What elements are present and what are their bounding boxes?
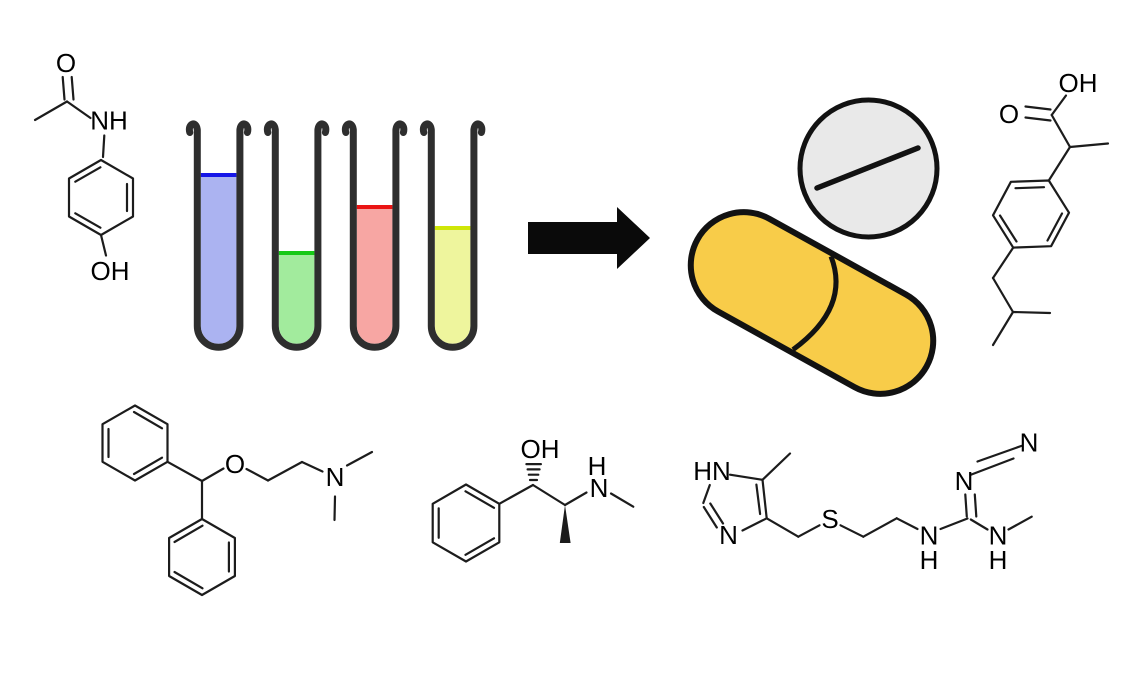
ring-inner-double-bonds xyxy=(998,186,1064,243)
bond-ch2-nh xyxy=(895,517,919,531)
atom-label-phenol-oh: OH xyxy=(91,256,130,286)
atom-label-nitrile-n: N xyxy=(1020,428,1039,458)
bond-n-methyl-up xyxy=(345,450,374,467)
atom-label-imidazole-n: N xyxy=(719,520,738,550)
capsule-pill xyxy=(687,209,937,397)
molecule-diphenhydramine: O N xyxy=(101,404,374,597)
bond-o-ch2 xyxy=(245,467,270,482)
ring-double-c2-n3 xyxy=(702,502,725,529)
bond-ch-ch xyxy=(531,483,567,507)
bond-nh-c xyxy=(939,517,969,531)
tube-liquid xyxy=(356,207,393,344)
ring-lower-inner-double-bonds xyxy=(173,524,230,590)
bond-s-ch2 xyxy=(839,524,865,538)
atom-label-imidazole-hn: HN xyxy=(693,456,731,486)
phenyl-ring-lower xyxy=(168,517,236,597)
tablet-score-line xyxy=(814,145,921,191)
ring-upper-inner-double-bonds xyxy=(107,410,164,476)
tube-glass xyxy=(419,120,486,351)
atom-label-thioether-s: S xyxy=(821,504,838,534)
tube-glass xyxy=(185,120,252,351)
bond-ch2-ch2 xyxy=(266,460,304,482)
bond-c-ch xyxy=(1050,113,1072,149)
molecule-cimetidine: HN N S N H N N N H xyxy=(693,428,1038,576)
tablet-pill xyxy=(797,97,940,240)
bond-n-methyl xyxy=(609,492,635,508)
test-tube-red xyxy=(341,120,408,351)
ring-inner-double-c5-c4 xyxy=(755,483,762,516)
atom-label-carbonyl-o: O xyxy=(56,48,76,78)
molecule-acetaminophen: O NH OH xyxy=(33,48,135,286)
bond-ch-methyl-b xyxy=(991,310,1015,347)
atom-label-amine-h: H xyxy=(588,451,607,481)
test-tube-blue xyxy=(185,120,252,351)
atom-label-amine-n: N xyxy=(590,473,609,503)
bond-ring-ch xyxy=(166,460,204,483)
bond-c2-n1 xyxy=(702,483,711,505)
test-tube-yellow xyxy=(419,120,486,351)
ring-edge-c5-c4 xyxy=(761,478,768,520)
ring-inner-double-bonds xyxy=(74,166,129,229)
atom-label-methylamine-h: H xyxy=(989,545,1008,575)
test-tube-rack xyxy=(185,120,486,351)
imine-double-bond xyxy=(964,493,978,518)
bond-ch-ring xyxy=(1047,145,1072,182)
atom-label-amine-n: N xyxy=(326,462,345,492)
carbonyl-double-bond xyxy=(1024,105,1052,122)
bond-ch-methyl-a xyxy=(1011,310,1052,315)
bond-ch2-s xyxy=(797,524,821,538)
bond-ch2-ch xyxy=(991,276,1015,314)
reaction-arrow xyxy=(528,207,650,269)
atom-label-methylamine-n: N xyxy=(989,521,1008,551)
hashed-wedge-oh xyxy=(525,463,542,482)
cyano-bond-lines xyxy=(969,444,1023,476)
bond-ch-n xyxy=(563,491,588,507)
bond-n-methyl-down xyxy=(333,495,337,522)
tube-liquid xyxy=(434,228,471,344)
tube-glass xyxy=(263,120,330,351)
benzene-ring xyxy=(67,158,135,237)
molecule-ibuprofen: OH O xyxy=(991,68,1110,347)
bond-c4-n3 xyxy=(741,517,768,532)
bond-c4-ch2 xyxy=(765,517,800,538)
bond-c5-methyl xyxy=(761,452,792,481)
atom-label-imine-n: N xyxy=(955,466,974,496)
bond-hn-c5 xyxy=(728,473,764,481)
atom-label-carbonyl-o: O xyxy=(999,99,1019,129)
phenyl-ring-upper xyxy=(101,404,169,482)
bond-c-nh-right xyxy=(969,518,989,531)
bond-ring-ch xyxy=(498,483,535,505)
bond-ring-oh xyxy=(99,233,108,257)
molecule-pseudoephedrine: OH H N xyxy=(431,434,635,563)
bond-n-ring xyxy=(101,134,106,159)
bond-ring-ch2 xyxy=(991,246,1015,280)
bond-ch2-n xyxy=(300,460,324,473)
atom-label-acid-oh: OH xyxy=(1059,68,1098,98)
bond-nh-methyl xyxy=(1007,515,1033,531)
bond-ch2-ch2 xyxy=(862,517,898,538)
bond-ch-methyl xyxy=(1068,142,1110,149)
bond-c-methyl xyxy=(33,100,69,122)
bond-c-oh xyxy=(1050,94,1068,117)
phenyl-ring xyxy=(431,483,501,563)
atom-label-chain-nh-h: H xyxy=(920,545,939,575)
ring-inner-double-bonds xyxy=(437,490,496,556)
bond-ch-o xyxy=(200,467,225,483)
atom-label-ether-o: O xyxy=(225,449,245,479)
capsule-divider xyxy=(791,255,839,352)
carbonyl-double-bond xyxy=(61,75,75,101)
atom-label-chain-nh-n: N xyxy=(920,521,939,551)
capsule-body xyxy=(687,209,937,397)
tube-liquid xyxy=(278,253,315,344)
bold-wedge-methyl xyxy=(559,505,571,543)
tube-liquid xyxy=(200,175,237,344)
bond-c-n xyxy=(65,100,92,120)
test-tube-green xyxy=(263,120,330,351)
tube-glass xyxy=(341,120,408,351)
atom-label-amide-nh: NH xyxy=(90,106,128,136)
atom-label-hydroxyl-oh: OH xyxy=(521,434,560,464)
benzene-ring xyxy=(991,179,1071,249)
